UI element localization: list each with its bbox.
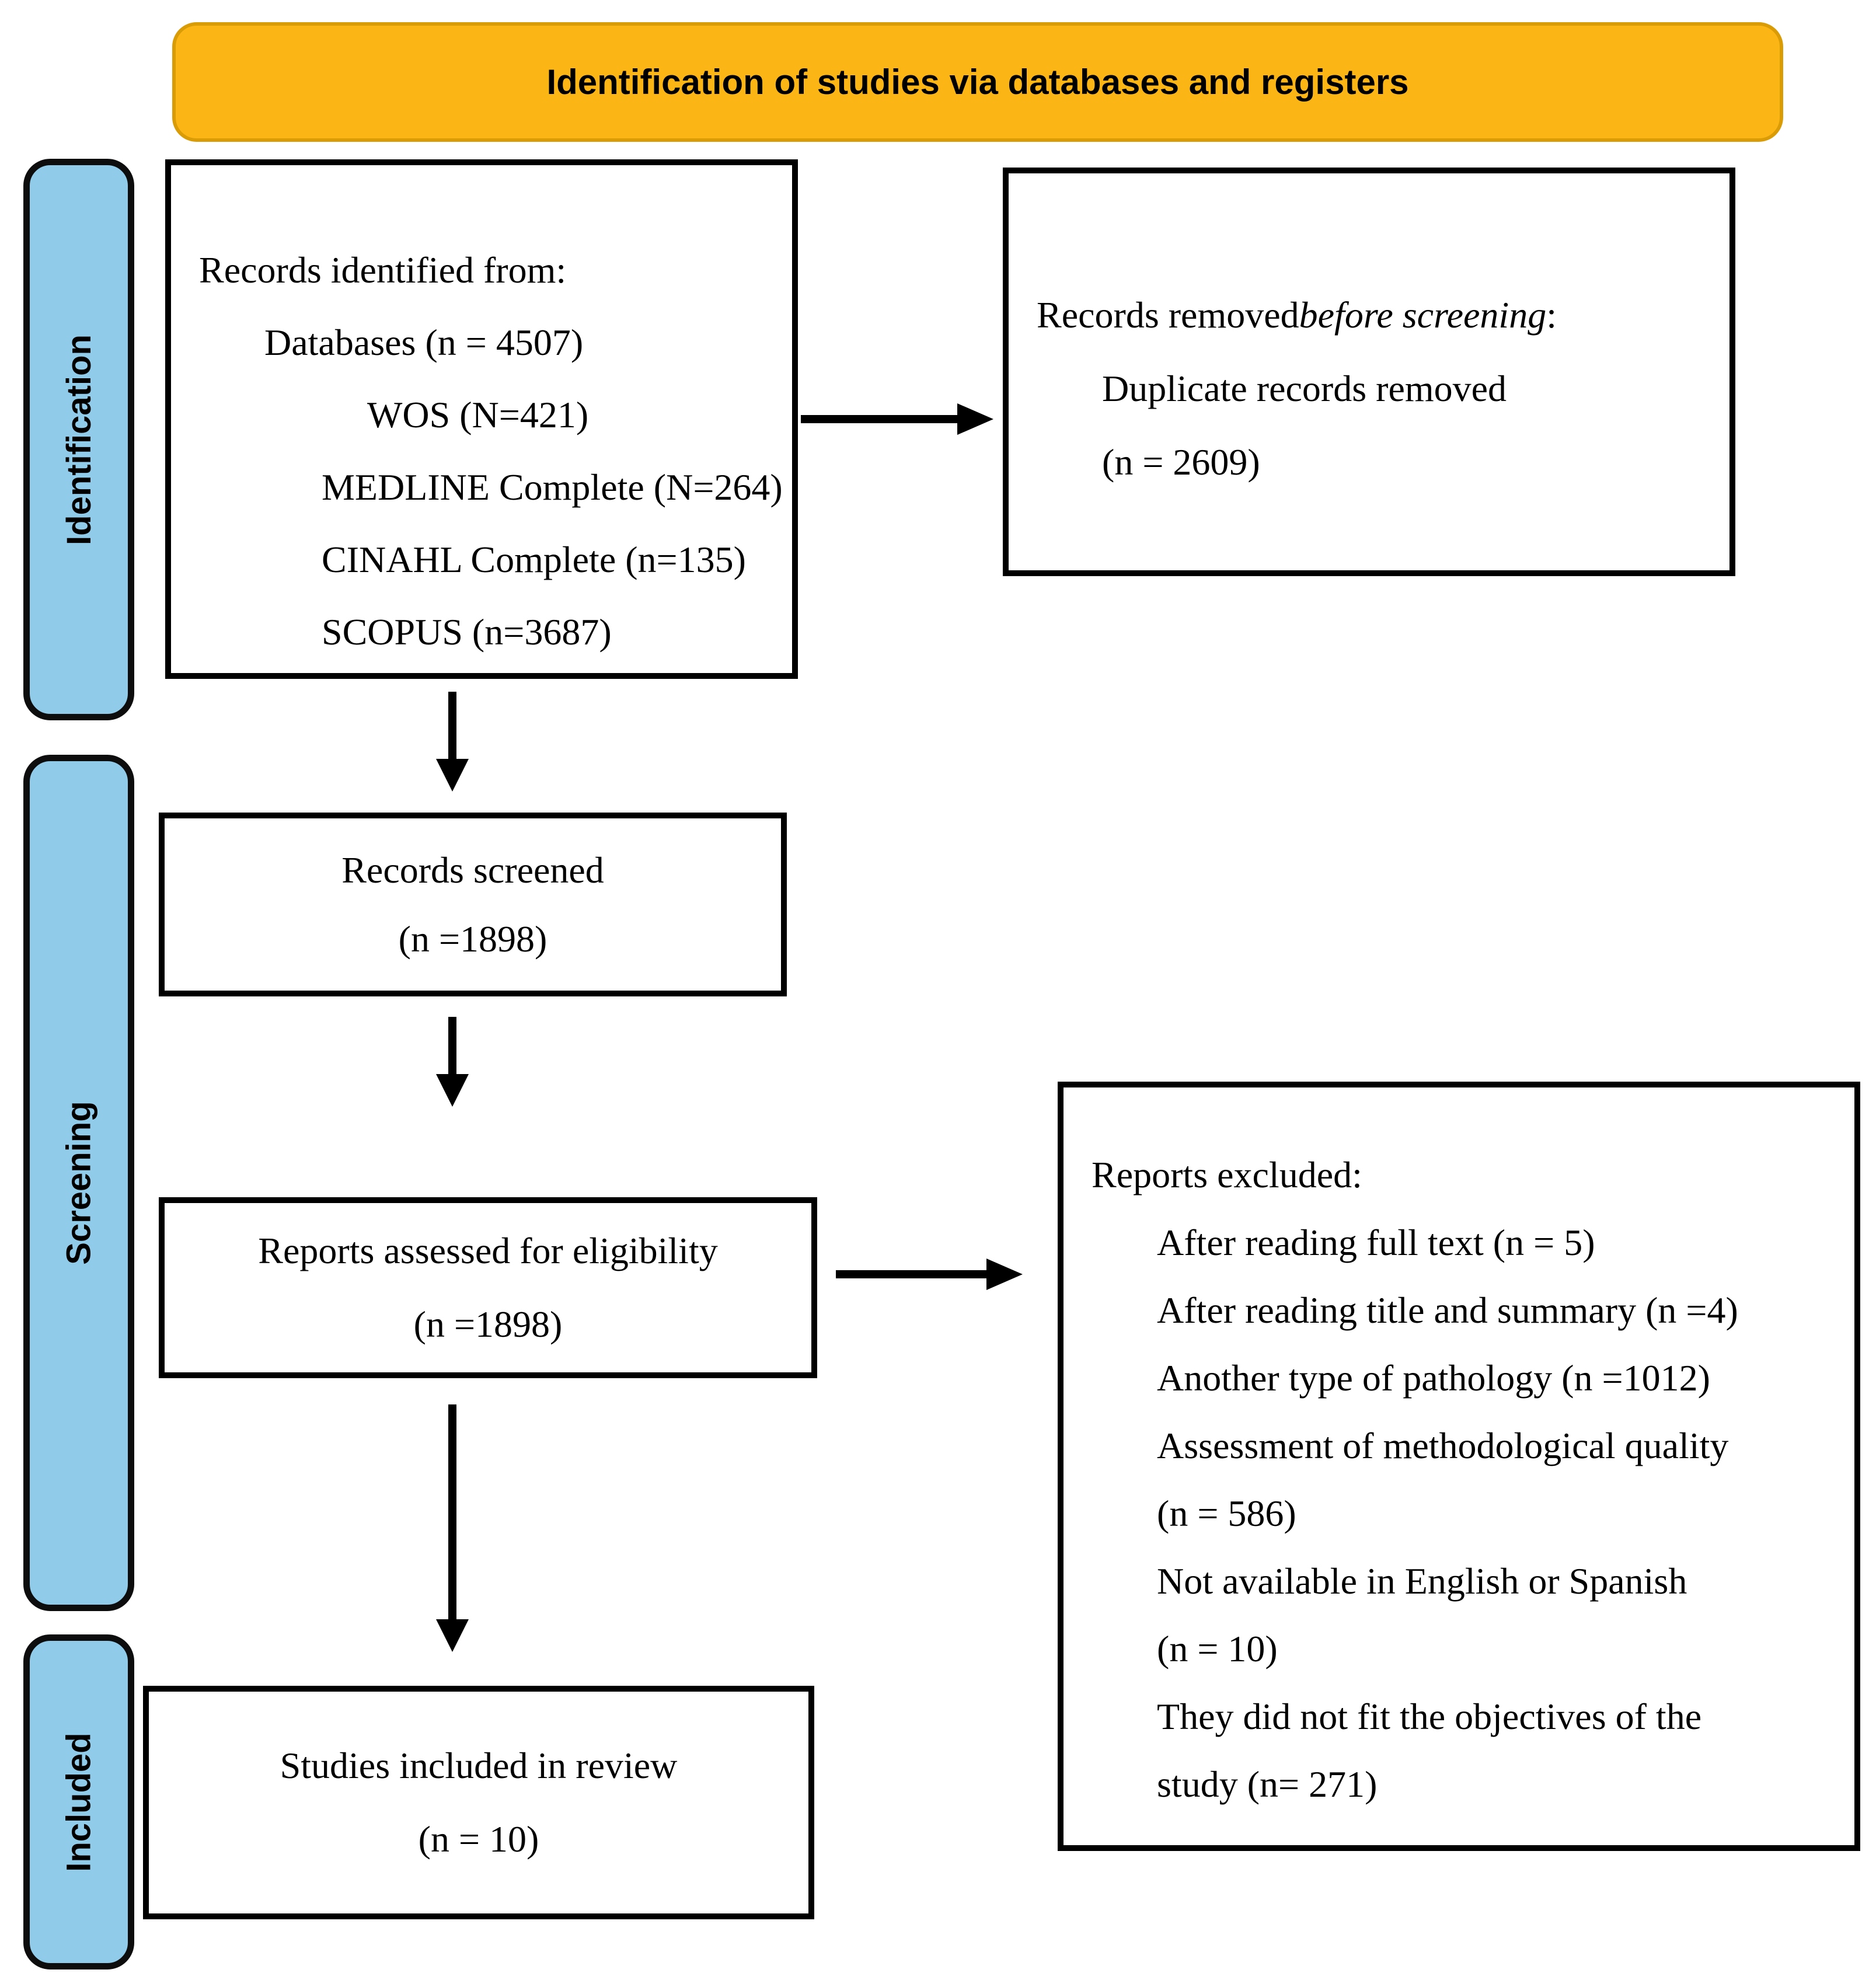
text-line: (n = 10) <box>1157 1628 1278 1669</box>
text-line: Records removed before screening: <box>1037 294 1557 336</box>
stage-label-screening: Screening <box>23 755 134 1611</box>
text-line: Records screened <box>341 849 604 891</box>
box-records-screened: Records screened (n =1898) <box>159 813 787 996</box>
text-line: study (n= 271) <box>1157 1763 1378 1805</box>
box-reports-excluded: Reports excluded: After reading full text… <box>1058 1082 1860 1851</box>
arrow-identified-to-screened-stem <box>448 692 456 762</box>
arrow-assessed-to-included-head-icon <box>436 1619 469 1652</box>
text-line: (n = 586) <box>1157 1493 1296 1534</box>
box-reports-assessed: Reports assessed for eligibility (n =1898… <box>159 1197 817 1378</box>
box-records-removed: Records removed before screening: Duplica… <box>1003 168 1735 576</box>
arrow-assessed-to-included-stem <box>448 1404 456 1622</box>
text-line: CINAHL Complete (n=135) <box>322 539 746 580</box>
text-line: Not available in English or Spanish <box>1157 1560 1687 1602</box>
text-line: Reports assessed for eligibility <box>258 1230 718 1271</box>
stage-identification-text: Identification <box>60 334 98 545</box>
arrow-identified-to-removed-stem <box>801 415 957 423</box>
text-line: Records identified from: <box>199 249 567 291</box>
text-line: WOS (N=421) <box>367 394 589 435</box>
text-line: (n =1898) <box>413 1303 563 1345</box>
stage-screening-text: Screening <box>60 1101 98 1265</box>
text-line: Studies included in review <box>280 1745 678 1786</box>
text-line: Another type of pathology (n =1012) <box>1157 1357 1710 1399</box>
arrow-identified-to-removed-head-icon <box>957 403 993 435</box>
arrow-assessed-to-excluded-head-icon <box>986 1259 1023 1290</box>
arrow-screened-to-assessed-stem <box>448 1017 456 1076</box>
text-line: Databases (n = 4507) <box>264 322 584 363</box>
text-line: Duplicate records removed <box>1102 368 1507 409</box>
arrow-assessed-to-excluded-stem <box>836 1270 986 1278</box>
stage-label-included: Included <box>23 1634 134 1969</box>
text-line: After reading full text (n = 5) <box>1157 1222 1595 1263</box>
text-line: Assessment of methodological quality <box>1157 1425 1729 1466</box>
text-line: (n = 2609) <box>1102 441 1260 483</box>
banner-title: Identification of studies via databases … <box>172 22 1783 142</box>
text-line: After reading title and summary (n =4) <box>1157 1289 1738 1331</box>
box-studies-included: Studies included in review (n = 10) <box>143 1686 814 1919</box>
text-line: SCOPUS (n=3687) <box>322 611 612 653</box>
stage-included-text: Included <box>60 1732 98 1872</box>
stage-label-identification: Identification <box>23 159 134 720</box>
text-line: (n = 10) <box>418 1818 539 1860</box>
text-line: MEDLINE Complete (N=264) <box>322 466 783 508</box>
text-line: They did not fit the objectives of the <box>1157 1696 1702 1737</box>
arrow-identified-to-screened-head-icon <box>436 759 469 792</box>
box-records-identified: Records identified from: Databases (n = 4… <box>165 159 798 679</box>
text-line: Reports excluded: <box>1092 1154 1362 1195</box>
text-line: (n =1898) <box>398 918 548 960</box>
banner-title-label: Identification of studies via databases … <box>546 62 1409 102</box>
arrow-screened-to-assessed-head-icon <box>436 1074 469 1107</box>
